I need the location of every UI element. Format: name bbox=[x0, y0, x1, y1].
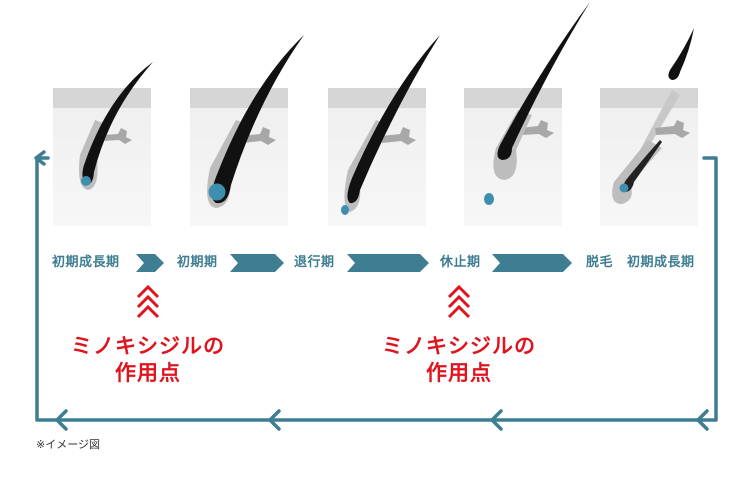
action-point-marker-2 bbox=[447, 284, 471, 319]
loop-direction-arrows bbox=[55, 409, 709, 431]
new-hair-shaft bbox=[623, 140, 662, 192]
hair-shaft bbox=[211, 35, 304, 204]
stage-label-anagen-early: 初期成長期 bbox=[52, 255, 120, 270]
follicle-sheath-old bbox=[640, 90, 680, 153]
sebaceous-gland bbox=[520, 120, 554, 138]
hair-bulb-papilla bbox=[341, 205, 349, 215]
sebaceous-gland bbox=[655, 120, 690, 138]
stage-label-anagen: 初期期 bbox=[177, 255, 218, 270]
flow-arrow-3 bbox=[347, 254, 429, 272]
callout-1-line-1: ミノキシジルの bbox=[71, 334, 225, 358]
hair-shaft bbox=[497, 2, 590, 160]
callout-2-line-2: 作用点 bbox=[426, 361, 492, 385]
callout-1-line-2: 作用点 bbox=[115, 361, 181, 385]
callout-action-point-2: ミノキシジルの 作用点 bbox=[359, 333, 559, 387]
loop-chevron-4 bbox=[55, 409, 68, 431]
hair-bulb-papilla bbox=[81, 176, 91, 186]
stage-label-exogen: 脱毛 bbox=[586, 255, 614, 270]
stage-flow-arrows bbox=[136, 254, 572, 272]
callout-action-point-1: ミノキシジルの 作用点 bbox=[48, 333, 248, 387]
flow-arrow-1 bbox=[136, 254, 164, 272]
stage-label-telogen: 休止期 bbox=[440, 255, 481, 270]
stage-panel-1 bbox=[53, 62, 153, 226]
hair-bulb-papilla bbox=[619, 183, 629, 193]
callout-2-line-1: ミノキシジルの bbox=[382, 334, 536, 358]
shedding-hair bbox=[668, 28, 694, 80]
stage-panel-5 bbox=[600, 28, 698, 226]
loop-chevron-1 bbox=[696, 409, 709, 431]
sebaceous-gland bbox=[381, 127, 416, 145]
stage-panel-4 bbox=[464, 2, 590, 226]
cycle-loop bbox=[34, 150, 718, 422]
sebaceous-gland bbox=[102, 128, 132, 144]
flow-arrow-2 bbox=[230, 254, 284, 272]
stage-label-catagen: 退行期 bbox=[294, 255, 335, 270]
hair-bulb-papilla bbox=[208, 183, 226, 201]
stage-panel-3 bbox=[328, 35, 440, 226]
hair-shaft bbox=[347, 35, 440, 204]
image-note: ※イメージ図 bbox=[36, 438, 100, 451]
stage-panel-2 bbox=[190, 35, 304, 226]
action-point-marker-1 bbox=[136, 284, 160, 319]
loop-chevron-3 bbox=[268, 409, 281, 431]
loop-chevron-2 bbox=[490, 409, 503, 431]
loop-arrowhead-entry bbox=[34, 150, 46, 166]
hair-papilla-detached bbox=[484, 193, 494, 205]
flow-arrow-4 bbox=[492, 254, 572, 272]
sebaceous-gland bbox=[241, 127, 276, 145]
hair-shaft bbox=[82, 62, 153, 185]
stage-label-anagen-early-2: 初期成長期 bbox=[627, 255, 695, 270]
